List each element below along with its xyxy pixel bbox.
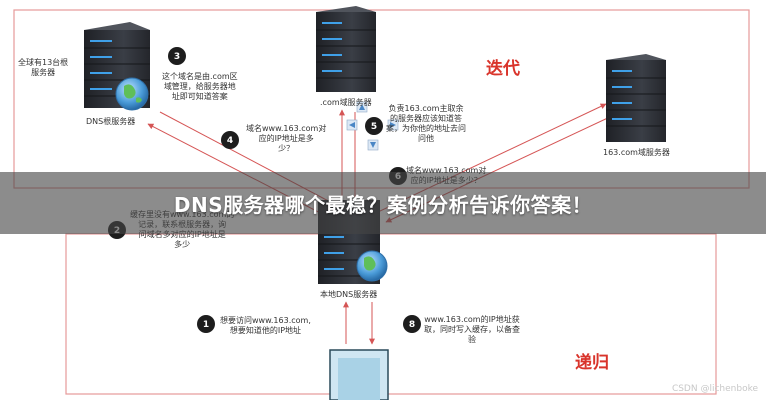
step-circle-3 bbox=[168, 47, 186, 65]
step-text-3: 这个域名是由.com区 域管理，给服务器地 址即可知道答案 bbox=[162, 72, 238, 101]
watermark: CSDN @lichenboke bbox=[671, 384, 758, 394]
local-server-label: 本地DNS服务器 bbox=[320, 290, 378, 299]
banner-title: DNS服务器哪个最稳？案例分析告诉你答案！ bbox=[173, 192, 593, 217]
nav-arrows-icon bbox=[346, 101, 399, 151]
recursion-box bbox=[65, 233, 717, 395]
root-server-label: DNS根服务器 bbox=[86, 117, 136, 126]
step-num-4: 4 bbox=[227, 136, 233, 146]
com-server-label: .com域服务器 bbox=[320, 98, 372, 107]
root-server-icon bbox=[84, 22, 150, 111]
title-banner: DNS服务器哪个最稳？案例分析告诉你答案！ bbox=[0, 172, 766, 234]
section-title-recursion: 递归 bbox=[575, 353, 609, 373]
step-text-5: 负责163.com主取余 的服务器应该知道答 案，为你他的地址去问 问他 bbox=[386, 104, 466, 143]
step-num-3: 3 bbox=[174, 52, 180, 62]
step-num-8: 8 bbox=[409, 320, 415, 330]
com-server-icon bbox=[316, 6, 376, 92]
section-title-iteration: 迭代 bbox=[486, 59, 520, 79]
step-text-4: 域名www.163.com对 应的IP地址是多 少？ bbox=[246, 124, 327, 153]
root-server-caption: 全球有13台根 服务器 bbox=[18, 58, 69, 77]
step-text-8: www.163.com的IP地址获 取，同时写入缓存，以备查 验 bbox=[424, 315, 520, 344]
domain163-server-label: 163.com域服务器 bbox=[603, 148, 670, 157]
step-num-1: 1 bbox=[203, 320, 209, 330]
step-circle-8 bbox=[403, 315, 421, 333]
step-circle-1 bbox=[197, 315, 215, 333]
step-circle-5 bbox=[365, 117, 383, 135]
step-num-5: 5 bbox=[371, 122, 377, 132]
client-computer-icon bbox=[329, 349, 389, 400]
domain163-server-icon bbox=[606, 54, 666, 142]
step-circle-4 bbox=[221, 131, 239, 149]
step-text-1: 想要访问www.163.com, 想要知道他的IP地址 bbox=[220, 316, 311, 335]
